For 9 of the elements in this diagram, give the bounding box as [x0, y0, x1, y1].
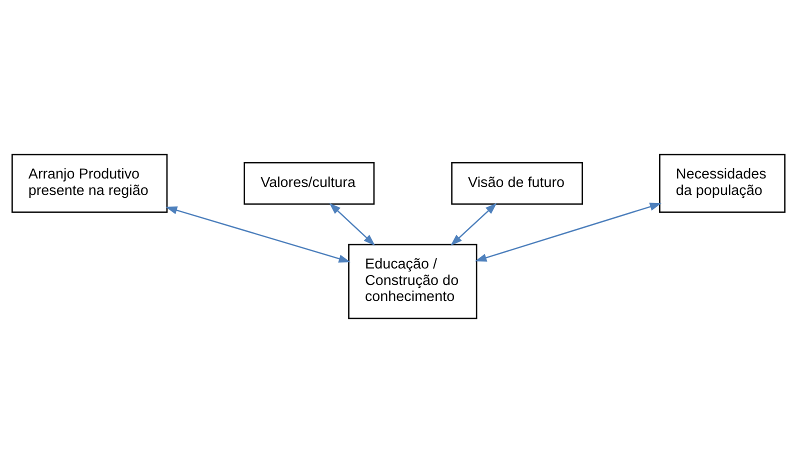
node-box: Arranjo Produtivo presente na região	[12, 153, 168, 212]
arrow	[450, 202, 497, 246]
node-box: Valores/cultura	[244, 162, 375, 204]
node-box: Necessidades da população	[659, 153, 786, 212]
arrow	[329, 202, 376, 246]
arrow	[165, 206, 351, 262]
arrow	[474, 202, 662, 262]
node-box: Visão de futuro	[451, 162, 583, 204]
node-box: Educação / Construção do conhecimento	[348, 243, 478, 319]
